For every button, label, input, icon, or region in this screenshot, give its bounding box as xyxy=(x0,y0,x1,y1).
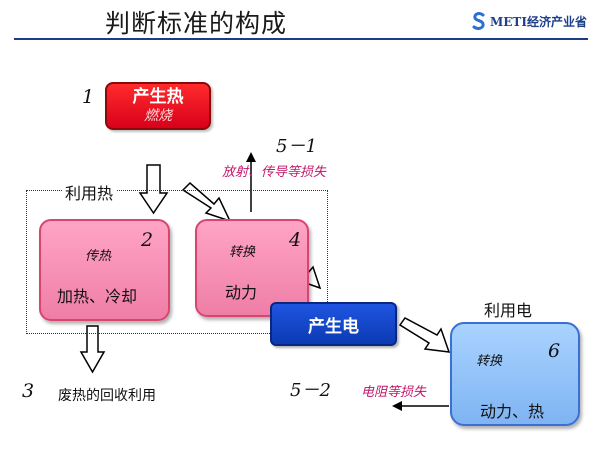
radiation-loss-arrow xyxy=(246,152,256,212)
loss-number-5-2: 5－2 xyxy=(290,380,331,401)
heat-source-sublabel: 燃烧 xyxy=(144,108,172,124)
resistance-loss-arrow xyxy=(392,401,449,411)
heat-convert-box: 转换 4 动力 xyxy=(195,219,309,317)
use-electricity-label: 利用电 xyxy=(484,301,533,320)
logo-text: METI经济产业省 xyxy=(490,14,587,29)
resistance-loss-label: 电阻等损失 xyxy=(361,385,427,400)
meti-logo-icon xyxy=(472,12,485,30)
generate-electricity-label: 产生电 xyxy=(308,316,359,337)
waste-heat-arrow xyxy=(79,325,106,374)
transfer-label: 加热、冷却 xyxy=(57,287,138,306)
page-title: 判断标准的构成 xyxy=(105,9,288,38)
heat-source-label: 产生热 xyxy=(132,87,184,107)
convert-label: 动力 xyxy=(225,283,258,302)
transfer-mode-label: 传热 xyxy=(85,249,112,264)
step-number-2: 2 xyxy=(141,229,154,251)
waste-heat-label: 废热的回收利用 xyxy=(58,388,156,404)
heat-to-convert-arrow xyxy=(181,181,232,223)
step-number-1: 1 xyxy=(82,86,95,108)
generate-electricity-box: 产生电 xyxy=(270,302,397,346)
convert-mode-label: 转换 xyxy=(229,245,256,260)
step-number-4: 4 xyxy=(289,229,302,251)
use-heat-region xyxy=(26,190,328,334)
heat-source-box: 产生热 燃烧 xyxy=(105,82,211,130)
loss-number-5-1: 5－1 xyxy=(276,136,317,157)
meti-logo: METI经济产业省 xyxy=(472,12,587,30)
electric-convert-mode-label: 转换 xyxy=(476,354,503,369)
electric-convert-label: 动力、热 xyxy=(480,402,545,421)
heat-transfer-box: 传热 2 加热、冷却 xyxy=(39,219,170,321)
header-divider xyxy=(14,38,588,40)
radiation-loss-label: 放射、传导等损失 xyxy=(222,165,327,180)
step-number-3: 3 xyxy=(22,380,35,402)
heat-to-use-arrow xyxy=(138,164,169,215)
step-number-6: 6 xyxy=(548,340,561,362)
electric-to-use-arrow xyxy=(398,317,451,353)
electric-convert-box: 转换 6 动力、热 xyxy=(450,322,580,426)
use-heat-label: 利用热 xyxy=(62,180,117,204)
